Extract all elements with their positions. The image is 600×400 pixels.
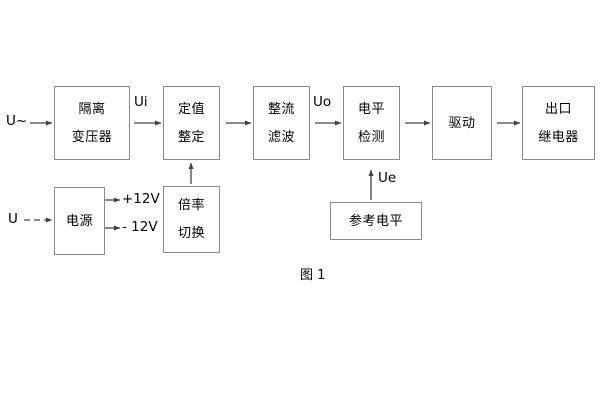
block-line: 滤波 (267, 129, 295, 145)
block-line: 倍率 (177, 198, 205, 213)
block-multiplier-switch[interactable]: 倍率 切换 (163, 186, 220, 253)
block-line: 隔离 (78, 101, 106, 117)
block-line: 整定 (177, 129, 205, 145)
block-line: 切换 (177, 226, 205, 241)
label-input-ac-voltage: U~ (6, 113, 28, 129)
block-output-relay[interactable]: 出口 继电器 (522, 86, 595, 160)
block-line: 检测 (357, 129, 385, 145)
block-power-supply[interactable]: 电源 (54, 187, 105, 255)
label-signal-ui: Ui (134, 94, 148, 110)
block-line: 驱动 (448, 115, 476, 131)
block-drive[interactable]: 驱动 (432, 86, 492, 160)
block-line: 电平 (357, 101, 385, 117)
block-level-detection[interactable]: 电平 检测 (343, 86, 400, 160)
block-setting-value[interactable]: 定值 整定 (163, 86, 220, 160)
block-line: 电源 (65, 213, 93, 229)
label-rail-neg-12v: - 12V (122, 219, 158, 235)
block-reference-level[interactable]: 参考电平 (330, 202, 422, 240)
block-line: 变压器 (71, 129, 113, 145)
label-signal-uo: Uo (313, 94, 332, 110)
block-line: 参考电平 (348, 213, 403, 229)
block-line: 出口 (544, 101, 572, 117)
label-input-dc-voltage: U (8, 211, 18, 227)
block-line: 整流 (267, 101, 295, 117)
figure-caption: 图 1 (300, 268, 326, 283)
label-signal-ue: Ue (378, 170, 397, 186)
label-rail-pos-12v: +12V (122, 191, 160, 207)
block-line: 定值 (177, 101, 205, 117)
block-rectifier-filter[interactable]: 整流 滤波 (253, 86, 310, 160)
block-isolation-transformer[interactable]: 隔离 变压器 (54, 86, 130, 160)
block-line: 继电器 (538, 129, 579, 145)
